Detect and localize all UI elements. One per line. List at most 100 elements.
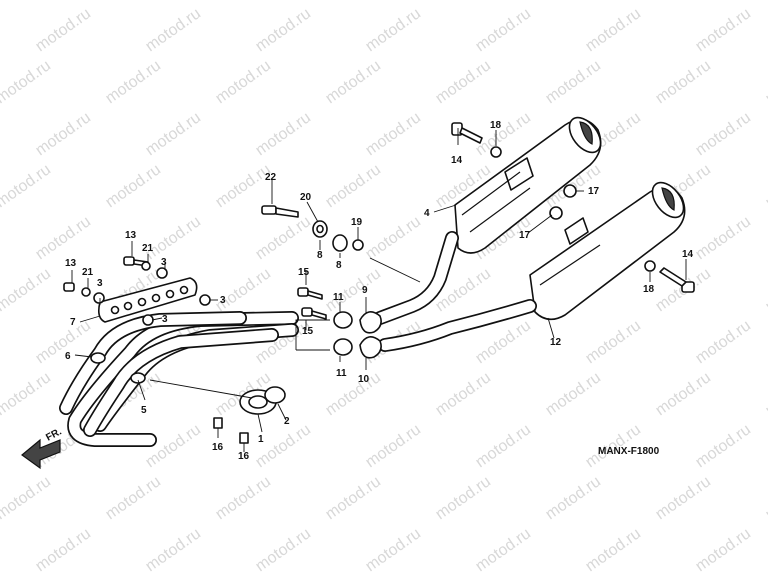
watermark-text: motod.ru: [143, 525, 204, 575]
callout-19: 19: [351, 217, 363, 228]
callout-15-lower: 15: [302, 326, 314, 337]
watermark-text: motod.ru: [33, 213, 94, 263]
callout-6: 6: [65, 351, 71, 362]
watermark-text: motod.ru: [473, 5, 534, 55]
callout-3-left: 3: [97, 278, 103, 289]
watermark-text: motod.ru: [363, 5, 424, 55]
callout-3-upper: 3: [161, 257, 167, 268]
watermark-text: motod.ru: [583, 317, 644, 367]
callout-10: 10: [358, 374, 370, 385]
watermark-text: motod.ru: [583, 525, 644, 575]
heat-shield-plate: [98, 277, 198, 323]
callout-2: 2: [284, 416, 290, 427]
watermark-text: motod.ru: [763, 369, 768, 419]
watermark-text: motod.ru: [763, 57, 768, 107]
callout-20: 20: [300, 192, 312, 203]
callout-8a: 8: [317, 250, 323, 261]
callout-numbers: 22 20 8 8 19 14 18 17 17 4 14 18 12 13 2…: [65, 120, 694, 462]
watermark-text: motod.ru: [253, 5, 314, 55]
watermark-text: motod.ru: [653, 369, 714, 419]
leader-lines: [71, 128, 687, 452]
watermark-text: motod.ru: [473, 109, 534, 159]
watermark-text: motod.ru: [323, 0, 384, 3]
watermark-text: motod.ru: [763, 473, 768, 523]
watermark-text: motod.ru: [103, 473, 164, 523]
watermark-text: motod.ru: [693, 109, 754, 159]
watermark-text: motod.ru: [0, 265, 54, 315]
callout-3-plate: 3: [162, 314, 168, 325]
watermark-text: motod.ru: [143, 213, 204, 263]
watermark-text: motod.ru: [213, 57, 274, 107]
watermark-text: motod.ru: [433, 0, 494, 3]
callout-21-upper: 21: [142, 243, 154, 254]
callout-16-left: 16: [212, 442, 224, 453]
watermark-text: motod.ru: [473, 421, 534, 471]
watermark-text: motod.ru: [213, 473, 274, 523]
watermark-text: motod.ru: [433, 369, 494, 419]
watermark-text: motod.ru: [693, 317, 754, 367]
watermark-text: motod.ru: [0, 369, 54, 419]
watermark-text: motod.ru: [143, 109, 204, 159]
watermark-text: motod.ru: [0, 473, 54, 523]
watermark-text: motod.ru: [543, 57, 604, 107]
watermark-text: motod.ru: [323, 161, 384, 211]
watermark-text: motod.ru: [253, 109, 314, 159]
callout-1: 1: [258, 434, 264, 445]
watermark-text: motod.ru: [213, 161, 274, 211]
watermark-text: motod.ru: [33, 109, 94, 159]
watermark-text: motod.ru: [583, 5, 644, 55]
watermark-text: motod.ru: [363, 213, 424, 263]
hardware-items: [63, 122, 695, 444]
watermark-text: motod.ru: [363, 109, 424, 159]
watermark-text: motod.ru: [693, 5, 754, 55]
watermark-text: motod.ru: [323, 473, 384, 523]
callout-21-lower: 21: [82, 267, 94, 278]
callout-17-lower: 17: [519, 230, 531, 241]
watermark-text: motod.ru: [543, 369, 604, 419]
callout-14-upper: 14: [451, 155, 463, 166]
watermark-text: motod.ru: [33, 525, 94, 575]
callout-17-upper: 17: [588, 186, 600, 197]
callout-8b: 8: [336, 260, 342, 271]
watermark-text: motod.ru: [103, 161, 164, 211]
watermark-text: motod.ru: [693, 421, 754, 471]
watermark-text: motod.ru: [763, 0, 768, 3]
muffler-upper: [454, 116, 602, 254]
watermark-text: motod.ru: [653, 0, 714, 3]
watermark-text: motod.ru: [323, 265, 384, 315]
watermark-text: motod.ru: [433, 473, 494, 523]
callout-9: 9: [362, 285, 368, 296]
callout-14-right: 14: [682, 249, 694, 260]
callout-3-right: 3: [220, 295, 226, 306]
watermark-text: motod.ru: [543, 0, 604, 3]
exhaust-header-pipes: [59, 311, 299, 447]
callout-11-lower: 11: [336, 368, 347, 379]
watermark-text: motod.ru: [323, 369, 384, 419]
callout-16-right: 16: [238, 451, 250, 462]
watermark-text: motod.ru: [253, 421, 314, 471]
callout-18-right: 18: [643, 284, 655, 295]
muffler-lower: [529, 181, 686, 321]
diagram-code: MANX-F1800: [598, 446, 660, 457]
watermark-text: motod.ru: [543, 473, 604, 523]
watermark-text: motod.ru: [0, 57, 54, 107]
watermark-text: motod.ru: [143, 5, 204, 55]
callout-22: 22: [265, 172, 277, 183]
watermark-text: motod.ru: [763, 161, 768, 211]
watermark-text: motod.ru: [253, 213, 314, 263]
callout-11-upper: 11: [333, 292, 344, 303]
callout-12: 12: [550, 337, 562, 348]
callout-13-upper: 13: [125, 230, 137, 241]
watermark-text: motod.ru: [693, 525, 754, 575]
watermark-text: motod.ru: [213, 265, 274, 315]
callout-18-upper: 18: [490, 120, 502, 131]
watermark-text: motod.ru: [473, 525, 534, 575]
watermark-text: motod.ru: [363, 525, 424, 575]
watermark-text: motod.ru: [103, 0, 164, 3]
watermark-text: motod.ru: [33, 5, 94, 55]
watermark-text: motod.ru: [0, 0, 54, 3]
watermark-text: motod.ru: [0, 161, 54, 211]
watermark-text: motod.ru: [653, 473, 714, 523]
